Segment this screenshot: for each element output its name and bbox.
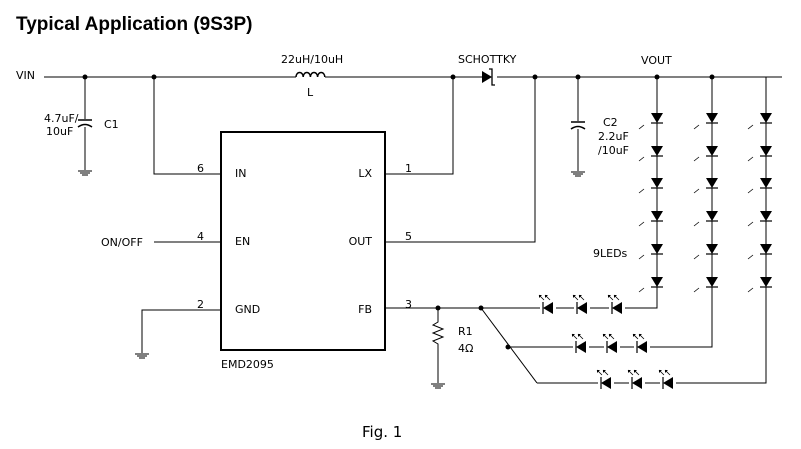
- led-emission-arrows: [638, 124, 754, 293]
- ic-body: [220, 131, 386, 351]
- c1-value-line2: 10uF: [46, 125, 73, 138]
- r1-value: 4Ω: [458, 342, 473, 355]
- c1-value-line1: 4.7uF/: [44, 112, 79, 125]
- inductor-value: 22uH/10uH: [281, 53, 343, 66]
- ground-symbol-c2: [570, 171, 586, 177]
- ic-part-label: EMD2095: [221, 358, 274, 371]
- c2-ref: C2: [603, 116, 618, 129]
- led-row-2: [571, 333, 648, 354]
- vin-label: VIN: [16, 69, 35, 82]
- schottky-label: SCHOTTKY: [458, 53, 517, 66]
- c2-value-line1: 2.2uF: [598, 130, 629, 143]
- leds-label: 9LEDs: [593, 247, 628, 260]
- led-row-1: [538, 294, 623, 315]
- pin-number-6: 6: [197, 162, 204, 175]
- r1-ref: R1: [458, 325, 473, 338]
- pin-number-4: 4: [197, 230, 204, 243]
- pin-name-gnd: GND: [235, 303, 260, 316]
- figure-caption: Fig. 1: [362, 423, 402, 441]
- inductor-ref: L: [307, 86, 314, 99]
- pin-name-fb: FB: [358, 303, 372, 316]
- led-string-wires: [480, 77, 767, 384]
- pin-name-lx: LX: [358, 167, 372, 180]
- pin-number-5: 5: [405, 230, 412, 243]
- vout-label: VOUT: [641, 54, 672, 67]
- on-off-label: ON/OFF: [101, 236, 143, 249]
- pin-name-en: EN: [235, 235, 250, 248]
- capacitor-c2: [570, 121, 586, 130]
- capacitor-c1: [77, 119, 93, 128]
- c1-ref: C1: [104, 118, 119, 131]
- pin-name-in: IN: [235, 167, 246, 180]
- ground-symbol-ic: [134, 353, 150, 359]
- vin-rail-wires: [44, 76, 782, 175]
- inductor-l: [295, 71, 326, 78]
- led-row-3: [596, 369, 674, 390]
- pin-name-out: OUT: [349, 235, 373, 248]
- ground-symbol-r1: [430, 383, 446, 389]
- pin-number-3: 3: [405, 298, 412, 311]
- pin-number-1: 1: [405, 162, 412, 175]
- c2-value-line2: /10uF: [598, 144, 629, 157]
- resistor-r1: [431, 308, 445, 383]
- schottky-diode: [482, 68, 495, 86]
- pin-number-2: 2: [197, 298, 204, 311]
- page-title: Typical Application (9S3P): [16, 14, 253, 35]
- ground-symbol-c1: [77, 170, 93, 176]
